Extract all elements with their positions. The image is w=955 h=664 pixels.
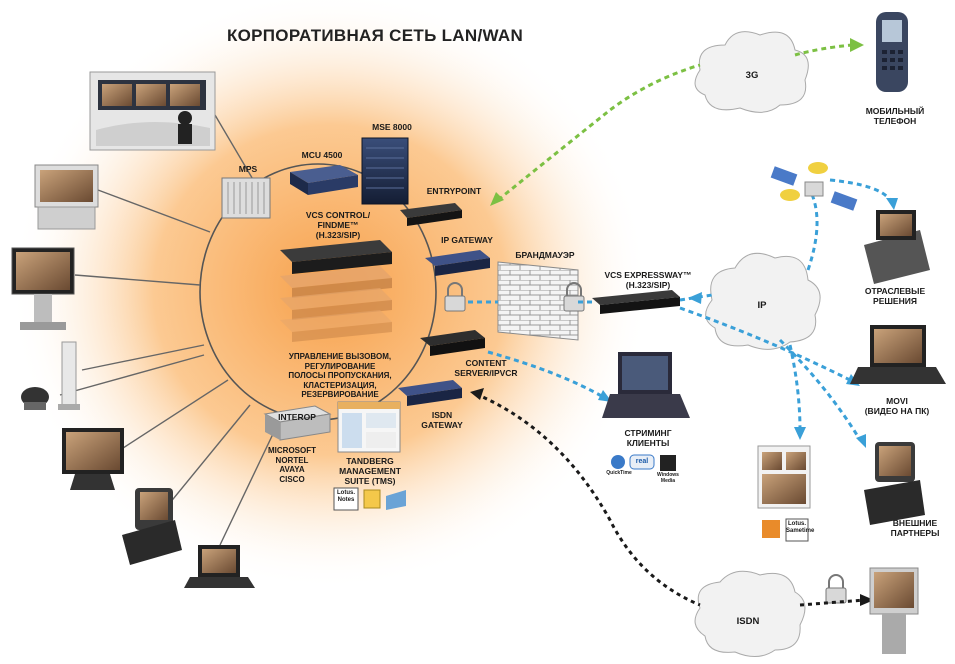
label-cloud-ip: IP (757, 300, 767, 311)
label-external-partners: ВНЕШНИЕ ПАРТНЕРЫ (890, 518, 940, 539)
label-lotus-notes: Lotus. Notes (337, 490, 355, 504)
ip-gateway-icon (425, 250, 490, 276)
mps-device-icon (221, 177, 271, 219)
tms-screenshot-icon (337, 401, 401, 453)
entrypoint-icon (400, 203, 462, 226)
quicktime-logo (611, 455, 625, 469)
desktop-videophone-icon (34, 164, 99, 230)
arrow-isdn-out (860, 594, 874, 606)
link-isdn (475, 392, 701, 607)
blue-links (468, 178, 892, 441)
link-3g-mobile (794, 43, 853, 57)
isdn-room-system-icon (869, 567, 919, 654)
label-cloud-3g: 3G (745, 70, 759, 81)
label-vcs-expressway: VCS EXPRESSWAY™ (H.323/SIP) (604, 270, 692, 291)
label-mobile-phone: МОБИЛЬНЫЙ ТЕЛЕФОН (865, 106, 925, 127)
firewall-icon (497, 261, 579, 341)
cloud-ip-icon (705, 252, 821, 350)
label-streaming-clients: СТРИМИНГ КЛИЕНТЫ (624, 428, 672, 449)
label-mcu-4500: MCU 4500 (301, 150, 343, 160)
vcs-expressway-icon (592, 290, 680, 314)
content-server-icon (420, 330, 485, 356)
label-mse-8000: MSE 8000 (372, 122, 412, 132)
immersive-room-icon (89, 71, 216, 151)
interop-device-icon (263, 405, 332, 441)
isdn-gateway-icon (398, 380, 462, 406)
cloud-isdn-icon (694, 570, 806, 657)
outlook-icon (363, 489, 381, 509)
padlock-left-icon (444, 282, 466, 312)
laptop-icon (184, 545, 255, 588)
mse-8000-icon (361, 137, 409, 205)
label-cloud-isdn: ISDN (736, 616, 760, 627)
label-content-server: CONTENT SERVER/IPVCR (454, 358, 518, 379)
satellite-icon (770, 162, 858, 211)
padlock-right-icon (563, 282, 585, 312)
lotus-sametime-logo (785, 518, 809, 542)
partner-screenshot-icon (757, 445, 811, 509)
industry-case-icon (864, 210, 930, 284)
label-windows-media: Windows Media (657, 472, 679, 484)
mcu-4500-icon (290, 165, 358, 195)
label-movi: MOVI (ВИДЕО НА ПК) (864, 396, 930, 417)
label-industry-solutions: ОТРАСЛЕВЫЕ РЕШЕНИЯ (864, 286, 926, 307)
label-interop-brands: MICROSOFT NORTEL AVAYA CISCO (268, 446, 316, 484)
label-mps: MPS (238, 164, 258, 174)
label-call-control: УПРАВЛЕНИЕ ВЫЗОВОМ, РЕГУЛИРОВАНИЕ ПОЛОСЫ… (288, 352, 392, 400)
arrow-3g-in (490, 192, 504, 206)
label-interop: INTEROP (278, 412, 316, 422)
movi-laptop-icon (850, 325, 946, 384)
label-vcs-control: VCS CONTROL/ FINDME™ (H.323/SIP) (305, 210, 371, 241)
folder-icon (386, 490, 406, 510)
padlock-isdn-icon (825, 574, 847, 604)
video-phone-icon (122, 488, 182, 565)
realplayer-logo (629, 454, 655, 470)
ms-office-icon (762, 520, 780, 538)
endpoint-spokes (59, 114, 283, 546)
cloud-3g-icon (694, 31, 809, 113)
codec-camera-icon (21, 341, 80, 410)
link-isdn-out (799, 598, 866, 607)
vcs-control-stack-icon (280, 240, 392, 342)
label-ip-gateway: IP GATEWAY (441, 235, 493, 245)
label-entrypoint: ENTRYPOINT (426, 186, 482, 196)
label-tms: TANDBERG MANAGEMENT SUITE (TMS) (339, 456, 401, 487)
arrow-isdn-in (470, 388, 484, 400)
streaming-laptop-icon (602, 352, 690, 418)
label-isdn-gateway: ISDN GATEWAY (421, 410, 463, 431)
lotus-notes-logo (333, 487, 359, 511)
label-firewall: БРАНДМАУЭР (515, 250, 575, 260)
windows-media-logo (660, 455, 676, 471)
executive-system-icon (62, 428, 124, 490)
label-real: real (635, 458, 649, 465)
label-lotus-sametime: Lotus. Sametime (786, 521, 815, 535)
page-title: КОРПОРАТИВНАЯ СЕТЬ LAN/WAN (226, 26, 524, 45)
mobile-phone-icon (876, 12, 908, 92)
partner-phone-icon (864, 442, 925, 525)
profile-system-icon (11, 247, 75, 330)
label-quicktime: QuickTime (606, 470, 632, 476)
arrow-3g-out (850, 38, 864, 52)
